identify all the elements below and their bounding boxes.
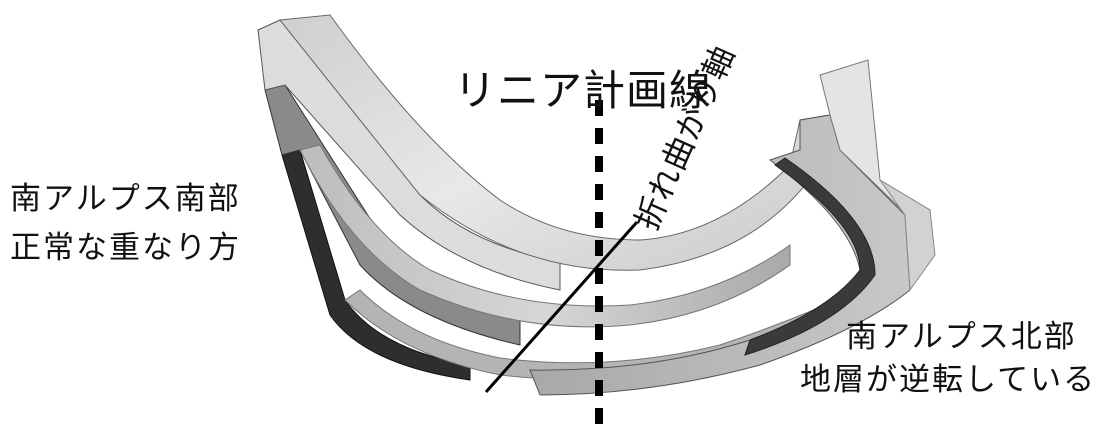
north-description-label: 地層が逆転している — [800, 362, 1097, 398]
right-dark-strip — [744, 157, 876, 356]
fold-axis-line — [484, 221, 639, 393]
south-region-label: 南アルプス南部 — [10, 181, 241, 217]
south-description-label: 正常な重なり方 — [10, 230, 241, 266]
right-limb-side — [879, 179, 936, 292]
north-region-label: 南アルプス北部 — [846, 319, 1077, 355]
band-1 — [299, 144, 791, 328]
plan-line-label: リニア計画線 — [454, 66, 713, 115]
trough-surface — [279, 14, 831, 271]
